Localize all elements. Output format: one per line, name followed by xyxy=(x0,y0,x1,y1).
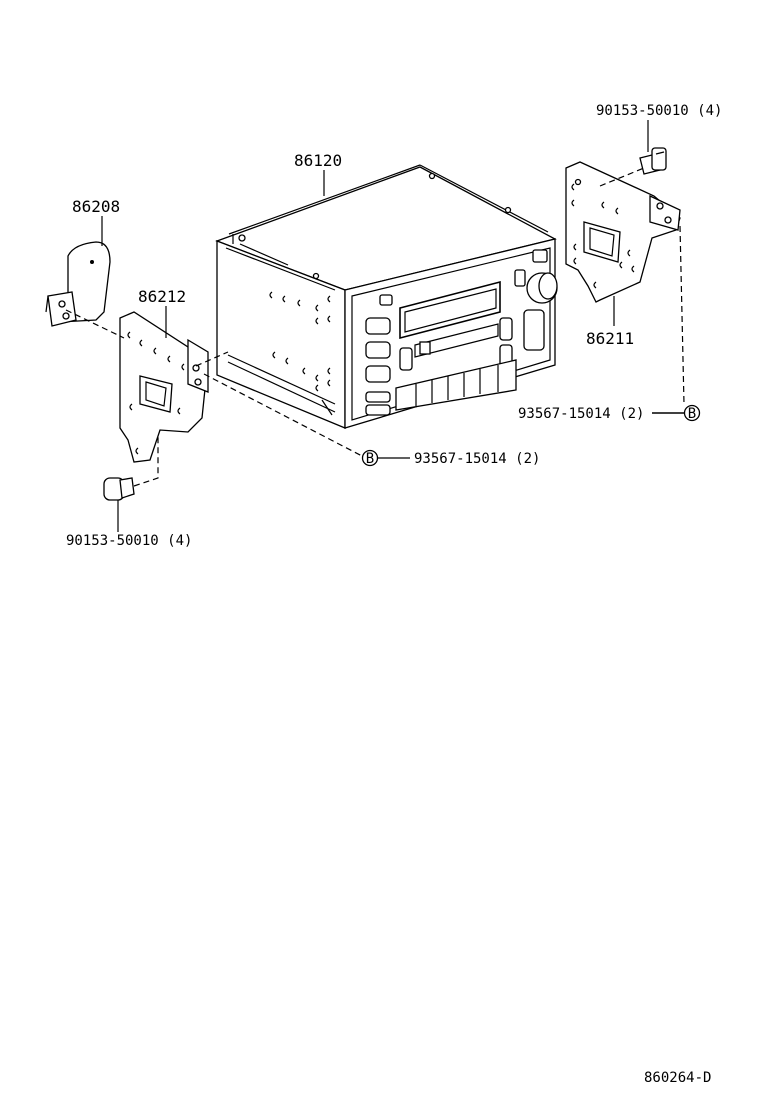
bracket-86212 xyxy=(119,311,209,463)
bracket-86211 xyxy=(565,161,681,303)
label-86211: 86211 xyxy=(586,329,634,348)
radio-head-unit-86120 xyxy=(215,164,558,429)
label-bolt-left: 90153-50010 (4) xyxy=(66,533,192,549)
label-86208: 86208 xyxy=(72,197,120,216)
svg-text:B: B xyxy=(366,451,374,467)
ref-marker-center: B xyxy=(361,449,379,467)
bracket-86208 xyxy=(45,241,111,327)
leader-lines xyxy=(101,120,684,532)
ref-marker-right: B xyxy=(683,404,701,422)
bolt-right-icon xyxy=(639,147,667,175)
label-bolt-right: 90153-50010 (4) xyxy=(596,103,722,119)
assembly-dashed-lines xyxy=(65,167,685,487)
label-86120: 86120 xyxy=(294,151,342,170)
label-screw-right: 93567-15014 (2) xyxy=(518,406,644,422)
label-86212: 86212 xyxy=(138,287,186,306)
svg-text:B: B xyxy=(688,406,696,422)
label-screw-center: 93567-15014 (2) xyxy=(414,451,540,467)
bolt-left-icon xyxy=(103,477,135,501)
diagram-code: 860264-D xyxy=(644,1070,711,1086)
